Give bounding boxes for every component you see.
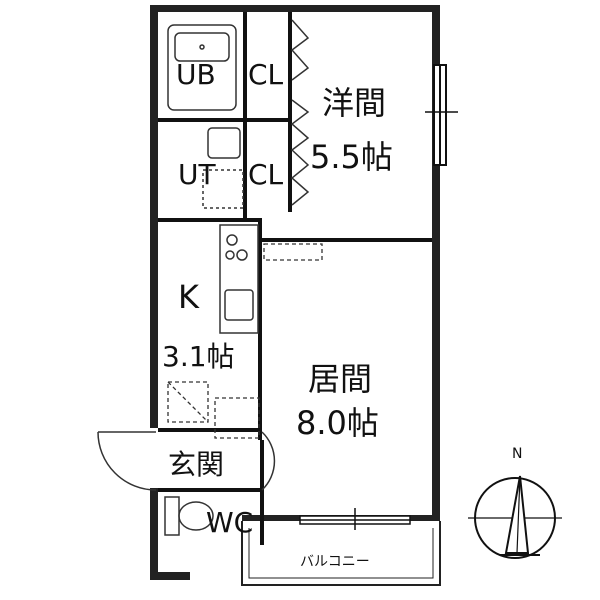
closet-2-label: CL xyxy=(248,158,284,191)
kitchen-size: 3.1帖 xyxy=(162,340,235,373)
kitchen-counter xyxy=(219,224,259,334)
shoe-cabinet xyxy=(214,243,323,439)
closet-doors xyxy=(290,19,310,206)
kitchen-label: K xyxy=(178,278,200,316)
north-label: N xyxy=(512,446,522,462)
entrance-label: 玄関 xyxy=(168,448,224,481)
balcony xyxy=(241,521,441,586)
living-room-size: 8.0帖 xyxy=(296,404,379,442)
window-right xyxy=(425,64,458,166)
utility-label: UT xyxy=(178,158,216,191)
compass xyxy=(468,475,562,559)
closet-1-label: CL xyxy=(248,58,284,91)
western-room-label: 洋間 xyxy=(322,84,386,122)
unit-bath-label: UB xyxy=(176,58,216,91)
interior-walls xyxy=(158,12,432,545)
washbasin xyxy=(202,127,244,209)
entrance-opening xyxy=(148,428,160,488)
western-room-size: 5.5帖 xyxy=(310,138,393,176)
bathtub xyxy=(167,24,237,111)
living-room-label: 居間 xyxy=(308,360,372,398)
fridge-space xyxy=(167,381,209,423)
toilet-fixture xyxy=(164,496,214,536)
balcony-door xyxy=(299,508,411,530)
entrance-door-swing xyxy=(97,431,276,491)
toilet-label: WC xyxy=(206,506,253,539)
balcony-label: バルコニー xyxy=(300,554,370,570)
